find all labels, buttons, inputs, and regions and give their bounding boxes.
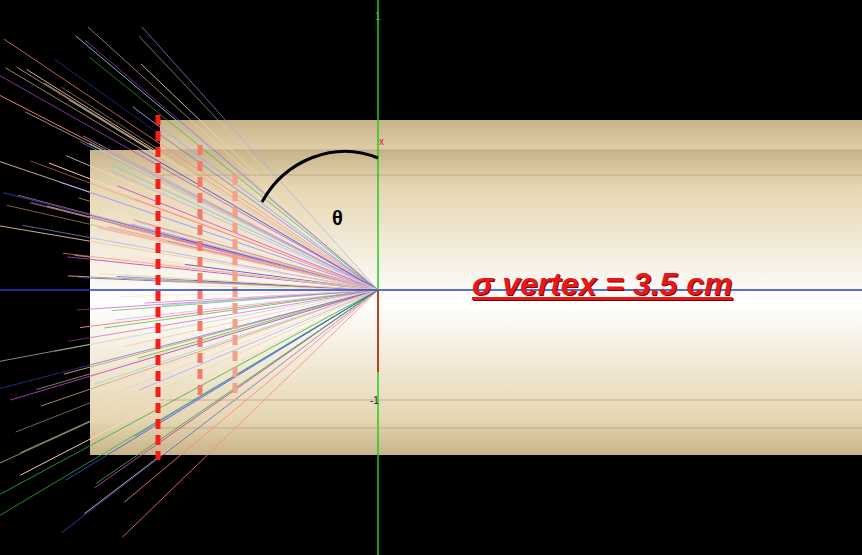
track: [122, 290, 378, 537]
track: [62, 290, 378, 533]
theta-arc: [262, 151, 378, 202]
track: [133, 107, 378, 290]
track: [104, 290, 378, 328]
track: [0, 290, 378, 518]
axis-tick: -1: [370, 396, 379, 406]
track: [5, 68, 378, 290]
track: [0, 73, 378, 290]
track: [63, 253, 378, 290]
track: [66, 290, 378, 480]
track: [66, 156, 378, 290]
track: [30, 203, 378, 290]
track: [80, 142, 378, 290]
axis-mark: x: [379, 137, 384, 147]
track: [137, 149, 378, 290]
track: [0, 290, 378, 496]
track: [55, 59, 378, 290]
track: [139, 36, 378, 290]
track: [115, 290, 378, 320]
track: [135, 290, 378, 436]
track: [16, 290, 379, 432]
axis-tick: 1: [375, 12, 381, 22]
track: [0, 290, 378, 362]
track: [0, 161, 378, 290]
track: [17, 67, 378, 290]
track: [88, 27, 378, 290]
vertex-spread: [377, 290, 379, 372]
track: [85, 40, 378, 290]
track: [139, 290, 378, 390]
track: [11, 290, 379, 400]
track: [49, 163, 378, 290]
angle-label: θ: [332, 208, 343, 228]
track: [41, 290, 378, 406]
track: [20, 290, 378, 475]
track: [44, 83, 378, 290]
beam-axis: [0, 289, 862, 291]
track: [0, 290, 378, 463]
cylinder-stripes: [160, 150, 862, 428]
track: [75, 255, 379, 290]
track: [76, 36, 378, 290]
track: [0, 94, 378, 290]
track: [0, 290, 378, 389]
track: [142, 27, 378, 290]
vertex-annotation: σ vertex = 3.5 cm: [472, 268, 733, 300]
inner-cylinder: [90, 150, 862, 455]
detector-planes: [158, 115, 235, 460]
particle-tracks: [0, 27, 378, 537]
track: [4, 39, 378, 290]
track: [131, 224, 378, 290]
track: [187, 238, 379, 290]
track: [84, 290, 378, 514]
track: [110, 290, 378, 386]
vertical-axis: [377, 0, 379, 555]
track: [60, 182, 378, 290]
track: [137, 222, 378, 290]
track: [110, 164, 378, 290]
track: [4, 193, 379, 290]
track: [62, 87, 378, 290]
track: [124, 290, 378, 502]
